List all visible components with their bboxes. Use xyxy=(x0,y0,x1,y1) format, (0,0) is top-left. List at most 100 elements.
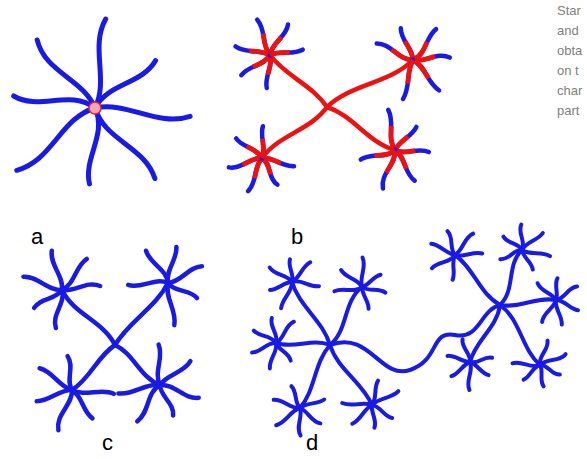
polymer-strand xyxy=(403,60,413,99)
polymer-strand xyxy=(72,390,93,418)
polymer-strand xyxy=(395,127,416,150)
polymer-strand xyxy=(413,60,439,90)
polymer-strand xyxy=(95,107,190,119)
polymer-strand xyxy=(167,283,174,325)
polymer-strand xyxy=(146,251,168,283)
polymer-strand xyxy=(270,268,292,283)
polymer-strand xyxy=(262,107,327,158)
polymer-strand xyxy=(160,361,190,385)
polymer-strand xyxy=(538,283,556,300)
polymer-strand xyxy=(276,343,291,361)
polymer-strand xyxy=(37,40,95,108)
polymer-strand xyxy=(413,60,439,90)
polymer-strand xyxy=(276,343,330,345)
polymer-strand xyxy=(252,343,276,353)
polymer-strand xyxy=(455,253,482,256)
polymer-strand xyxy=(128,281,168,286)
polymer-strand xyxy=(362,275,381,287)
polymer-strand xyxy=(556,287,577,301)
polymer-strand xyxy=(271,318,276,343)
polymer-strand xyxy=(372,391,398,405)
polymer-strand xyxy=(88,108,98,184)
cut-off-note: Star xyxy=(557,4,581,17)
polymer-strand xyxy=(236,139,262,159)
polymer-strand xyxy=(241,55,270,75)
polymer-strand xyxy=(540,354,566,365)
polymer-strand xyxy=(95,108,155,179)
panel-letter: a xyxy=(31,226,43,248)
polymer-strand xyxy=(158,345,161,385)
polymer-strand xyxy=(276,322,294,343)
polymer-strand xyxy=(52,251,63,290)
polymer-strand xyxy=(361,150,395,160)
polymer-strand xyxy=(270,282,292,290)
core-bead xyxy=(89,102,101,114)
polymer-strand xyxy=(413,56,450,61)
polymer-strand xyxy=(330,345,372,405)
polymer-strand xyxy=(292,262,310,282)
polymer-strand xyxy=(500,250,522,259)
polymer-strand xyxy=(500,250,522,305)
polymer-strand xyxy=(118,385,160,394)
polymer-strand xyxy=(372,405,375,428)
polymer-strand xyxy=(556,300,578,310)
cut-off-note: obta xyxy=(557,44,582,57)
polymer-strand xyxy=(262,126,264,158)
polymer-strand xyxy=(168,283,197,298)
polymer-strand xyxy=(388,110,395,150)
polymer-strand xyxy=(522,250,533,270)
polymer-strand xyxy=(291,386,300,408)
polymer-strand xyxy=(448,231,456,255)
cut-off-note: char xyxy=(557,84,582,97)
panel-letter: b xyxy=(291,226,303,248)
polymer-strand xyxy=(270,55,327,107)
polymer-strand xyxy=(462,339,470,362)
polymer-strand xyxy=(542,300,556,322)
polymer-strand xyxy=(327,60,413,107)
polymer-strand xyxy=(432,255,455,268)
polymer-strand xyxy=(362,287,385,293)
polymer-strand xyxy=(168,247,177,283)
polymer-strand xyxy=(513,363,541,367)
polymer-strand xyxy=(34,290,62,308)
polymer-strand xyxy=(330,287,362,345)
polymer-strand xyxy=(262,158,277,185)
polymer-strand xyxy=(395,150,415,181)
polymer-strand xyxy=(257,20,270,55)
polymer-strand xyxy=(504,237,523,250)
polymer-strand xyxy=(229,158,262,168)
polymer-strand xyxy=(500,299,556,305)
polymer-strand xyxy=(72,345,115,390)
polymer-strand xyxy=(68,356,72,390)
polymer-strand xyxy=(330,305,500,371)
polymer-strand xyxy=(257,20,270,55)
polymer-strand xyxy=(500,305,540,365)
polymer-strand xyxy=(14,96,95,108)
cut-off-note: on t xyxy=(557,64,579,77)
polymer-strand xyxy=(556,300,562,325)
polymer-strand xyxy=(270,50,303,55)
polymer-strand xyxy=(37,390,72,401)
polymer-strand xyxy=(236,139,262,159)
polymer-strand xyxy=(115,345,160,385)
polymer-strand xyxy=(401,28,413,60)
polymer-strand xyxy=(401,28,413,60)
polymer-strand xyxy=(455,255,500,305)
polymer-strand xyxy=(262,158,277,185)
polymer-strand xyxy=(160,385,173,416)
polymer-strand xyxy=(262,126,264,158)
polymer-strand xyxy=(361,258,364,288)
polymer-strand xyxy=(352,405,372,424)
polymer-strand xyxy=(342,403,372,405)
polymer-strand xyxy=(292,282,330,345)
polymer-strand xyxy=(361,150,395,160)
panel-letter: c xyxy=(102,432,113,454)
polymer-strand xyxy=(540,365,544,386)
polymer-strand xyxy=(403,60,413,99)
polymer-strand xyxy=(468,362,471,390)
cut-off-note: part xyxy=(557,104,579,117)
polymer-strand xyxy=(168,266,202,283)
polymer-strand xyxy=(448,356,471,362)
polymer-strand xyxy=(241,55,270,75)
polymer-strand xyxy=(556,278,558,300)
